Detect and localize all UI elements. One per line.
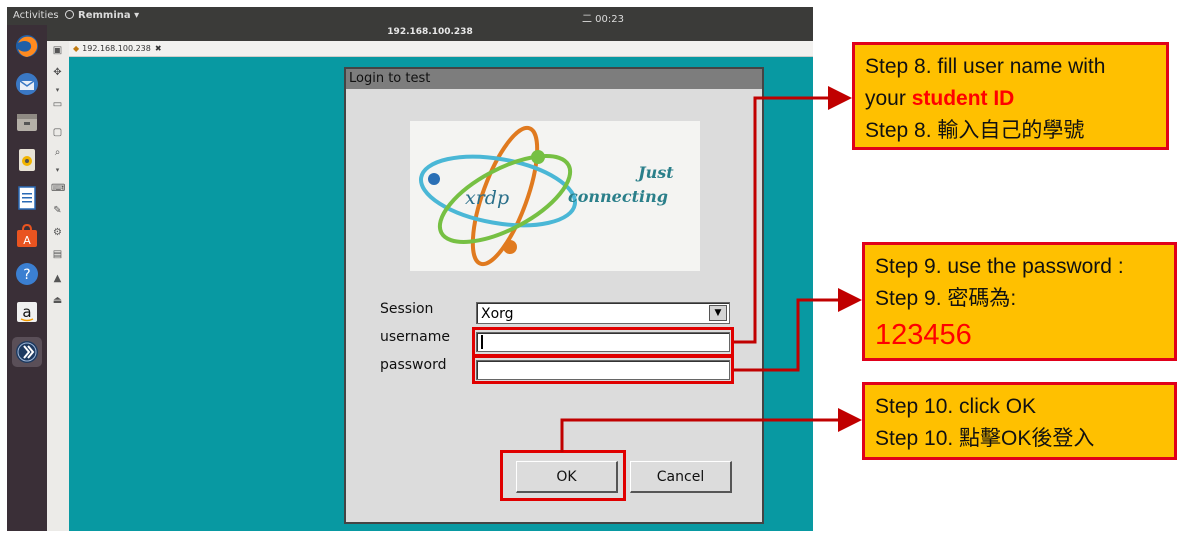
window-icon[interactable]: ▭ <box>52 99 63 110</box>
password-highlight <box>472 355 734 384</box>
step8-line3: Step 8. 輸入自己的學號 <box>865 119 1085 142</box>
screenshot-icon[interactable]: ▤ <box>52 249 63 260</box>
rhythmbox-icon[interactable] <box>12 145 42 175</box>
tab-bar: ◆192.168.100.238✖ <box>69 41 813 57</box>
step10-line1: Step 10. click OK <box>875 395 1037 418</box>
tools-icon[interactable]: ✎ <box>53 205 62 216</box>
firefox-icon[interactable] <box>12 31 42 61</box>
fullscreen-icon[interactable]: ▣ <box>52 45 63 56</box>
remmina-icon[interactable] <box>12 337 42 367</box>
zoom-icon[interactable]: ⌕ <box>54 147 61 158</box>
tab-connection[interactable]: ◆192.168.100.238✖ <box>73 42 162 55</box>
username-label: username <box>380 329 450 345</box>
window-title: 192.168.100.238 <box>47 25 813 41</box>
files-icon[interactable] <box>12 107 42 137</box>
chevron-down-icon[interactable]: ▾ <box>55 86 60 94</box>
connection-icon: ◆ <box>73 44 80 53</box>
step8-line2: your student ID <box>865 83 1156 115</box>
step8-prefix: your <box>865 87 912 110</box>
preferences-icon[interactable]: ⚙ <box>53 227 62 238</box>
session-select[interactable]: Xorg ▼ <box>476 302 730 324</box>
app-menu[interactable]: Remmina ▾ <box>65 10 139 21</box>
tab-label: 192.168.100.238 <box>82 44 151 53</box>
atom-icon <box>418 125 578 267</box>
session-value: Xorg <box>481 306 514 322</box>
minimize-icon[interactable]: ▲ <box>53 273 62 284</box>
xrdp-logo: Just connecting xrdp <box>410 121 700 271</box>
svg-text:a: a <box>22 303 31 321</box>
session-label: Session <box>380 301 434 317</box>
help-icon[interactable]: ? <box>12 259 42 289</box>
software-center-icon[interactable]: A <box>12 221 42 251</box>
cancel-button[interactable]: Cancel <box>630 461 732 493</box>
ok-button[interactable]: OK <box>516 461 618 493</box>
logo-connecting-text: connecting <box>568 187 668 206</box>
scale-icon[interactable]: ▢ <box>52 127 63 138</box>
thunderbird-icon[interactable] <box>12 69 42 99</box>
chevron-down-icon[interactable]: ▾ <box>55 166 60 174</box>
password-input[interactable] <box>476 360 730 380</box>
disconnect-icon[interactable]: ⏏ <box>52 295 63 306</box>
callout-step10: Step 10. click OK Step 10. 點擊OK後登入 <box>862 382 1177 460</box>
dialog-title: Login to test <box>346 69 762 89</box>
top-panel: Activities Remmina ▾ 二 00:23 <box>7 7 813 25</box>
chevron-down-icon[interactable]: ▼ <box>709 305 727 321</box>
activities-button[interactable]: Activities <box>13 10 59 21</box>
clock[interactable]: 二 00:23 <box>582 14 624 25</box>
username-input[interactable] <box>476 332 730 352</box>
logo-xrdp-text: xrdp <box>465 187 510 209</box>
svg-text:?: ? <box>23 267 30 283</box>
logo-just-text: Just <box>638 163 674 182</box>
callout-step8: Step 8. fill user name with your student… <box>852 42 1169 150</box>
writer-icon[interactable] <box>12 183 42 213</box>
remmina-menu-icon <box>65 10 74 19</box>
svg-text:A: A <box>23 234 31 247</box>
app-menu-label: Remmina ▾ <box>78 10 140 21</box>
keyboard-icon[interactable]: ⌨ <box>51 183 66 194</box>
password-label: password <box>380 357 447 373</box>
step8-highlight: student ID <box>911 87 1015 110</box>
close-icon[interactable]: ✖ <box>154 44 162 53</box>
text-caret <box>481 334 483 349</box>
step10-line2: Step 10. 點擊OK後登入 <box>875 427 1095 450</box>
login-dialog: Login to test Just connecting xrdp Sessi… <box>344 67 764 524</box>
step9-line2: Step 9. 密碼為: <box>875 287 1017 310</box>
amazon-icon[interactable]: a <box>12 297 42 327</box>
dock: A ? a <box>7 25 47 531</box>
move-icon[interactable]: ✥ <box>53 67 62 78</box>
step8-line1: Step 8. fill user name with <box>865 55 1106 78</box>
step9-password: 123456 <box>875 319 972 351</box>
step9-line1: Step 9. use the password : <box>875 255 1124 278</box>
callout-step9: Step 9. use the password : Step 9. 密碼為: … <box>862 242 1177 361</box>
